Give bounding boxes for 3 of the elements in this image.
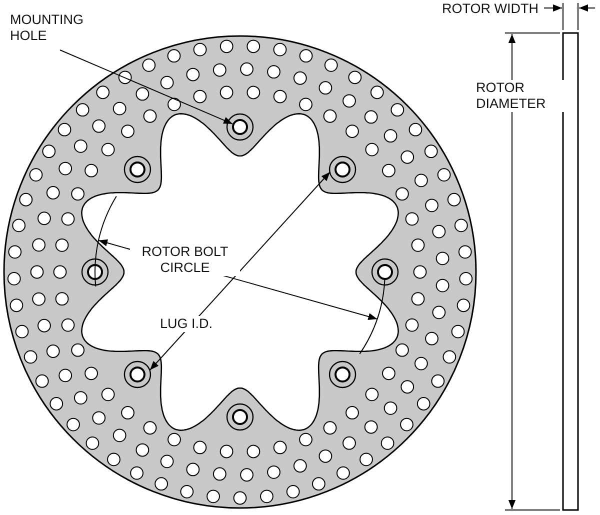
mounting-hole — [232, 119, 248, 135]
dimension-label: ROTOR BOLT CIRCLE — [130, 244, 240, 276]
leader-line — [60, 50, 234, 124]
